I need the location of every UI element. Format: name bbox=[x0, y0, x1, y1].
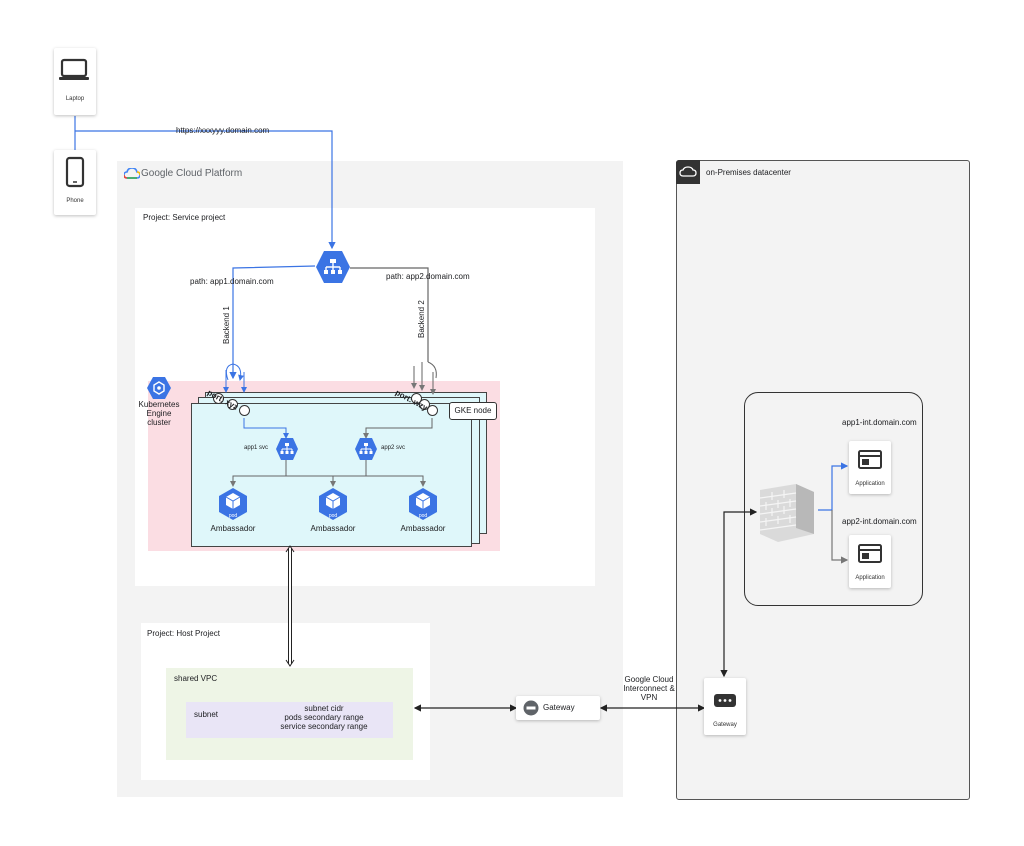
kubernetes-engine-icon bbox=[147, 377, 171, 399]
path-app2-label: path: app2.domain.com bbox=[386, 272, 470, 281]
onprem-app-group bbox=[744, 392, 923, 606]
subnet-ranges: subnet cidr pods secondary range service… bbox=[280, 704, 368, 731]
port-circle bbox=[239, 405, 250, 416]
path-app1-label: path: app1.domain.com bbox=[190, 277, 274, 286]
backend1-label: Backend 1 bbox=[222, 306, 231, 344]
subnet-label: subnet bbox=[194, 710, 219, 719]
pod-icon bbox=[409, 488, 437, 520]
onprem-header-icon-box bbox=[676, 160, 700, 184]
pod-label: Ambassador bbox=[310, 524, 356, 533]
gke-node-label: GKE node bbox=[454, 406, 492, 415]
laptop-label: Laptop bbox=[65, 96, 85, 102]
app2-svc-icon bbox=[355, 438, 377, 460]
port-circle bbox=[213, 393, 224, 404]
pod-icon bbox=[219, 488, 247, 520]
backend2-label: Backend 2 bbox=[417, 300, 426, 338]
port-circle bbox=[227, 399, 238, 410]
kubernetes-engine-label: Kubernetes Engine cluster bbox=[138, 400, 180, 427]
host-project-label: Project: Host Project bbox=[147, 629, 220, 638]
phone-label: Phone bbox=[66, 198, 84, 204]
application-label: Application bbox=[855, 575, 885, 581]
gcp-gateway-label: Gateway bbox=[543, 703, 575, 712]
phone-icon bbox=[65, 156, 85, 188]
load-balancer-icon bbox=[316, 251, 350, 283]
cloud-icon bbox=[679, 166, 697, 177]
gcp-brand-label: Google Cloud Platform bbox=[141, 168, 243, 179]
firewall-icon bbox=[759, 484, 814, 542]
pod-item: pod Ambassador bbox=[207, 487, 259, 535]
pod-icon bbox=[319, 488, 347, 520]
application-label: Application bbox=[855, 481, 885, 487]
onprem-gateway-card: Gateway bbox=[704, 678, 746, 735]
gateway-icon bbox=[714, 694, 736, 707]
port-circle bbox=[427, 405, 438, 416]
interconnect-label: Google Cloud Interconnect & VPN bbox=[623, 675, 675, 702]
onprem-title: on-Premises datacenter bbox=[706, 168, 791, 177]
app1-svc-label: app1 svc bbox=[244, 445, 269, 451]
pod-label: Ambassador bbox=[400, 524, 446, 533]
service-project-label: Project: Service project bbox=[143, 213, 226, 222]
application-card-1: Application bbox=[849, 441, 891, 494]
phone-card: Phone bbox=[54, 150, 96, 215]
port-circle bbox=[419, 399, 430, 410]
app1-svc-icon bbox=[276, 438, 298, 460]
url-label: https://xxxyyy.domain.com bbox=[176, 126, 270, 135]
laptop-icon bbox=[59, 58, 89, 80]
onprem-gateway-label: Gateway bbox=[713, 722, 737, 728]
gke-node-front bbox=[191, 403, 472, 547]
pod-item: pod Ambassador bbox=[397, 487, 449, 535]
laptop-card: Laptop bbox=[54, 48, 96, 115]
gateway-icon bbox=[523, 700, 539, 716]
application-icon bbox=[858, 450, 882, 469]
gcp-gateway-card: Gateway bbox=[516, 696, 600, 720]
app1-int-label: app1-int.domain.com bbox=[842, 418, 917, 427]
port-circle bbox=[411, 393, 422, 404]
shared-vpc-label: shared VPC bbox=[174, 674, 218, 683]
gke-node-badge: GKE node bbox=[449, 402, 497, 420]
application-icon bbox=[858, 544, 882, 563]
subnet-box bbox=[186, 702, 393, 738]
pod-label: Ambassador bbox=[210, 524, 256, 533]
google-cloud-logo-icon bbox=[124, 168, 140, 179]
pod-item: pod Ambassador bbox=[307, 487, 359, 535]
application-card-2: Application bbox=[849, 535, 891, 588]
app2-int-label: app2-int.domain.com bbox=[842, 517, 917, 526]
app2-svc-label: app2 svc bbox=[381, 445, 406, 451]
